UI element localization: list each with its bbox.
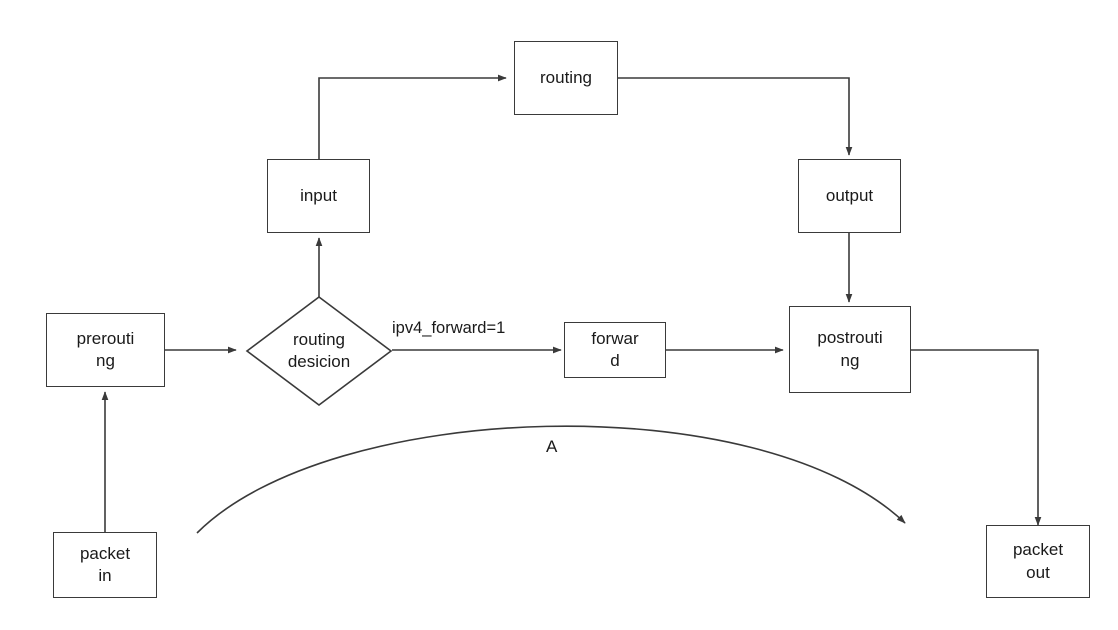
node-packet-out-label: packet out <box>1012 540 1064 582</box>
node-packet-out[interactable]: packet out <box>986 525 1090 598</box>
node-output-label: output <box>825 185 874 205</box>
edge-postrouting-packetout <box>911 349 1042 526</box>
edge-label-ipv4-forward: ipv4_forward=1 <box>392 319 505 338</box>
node-routing-decision[interactable]: routing desicion <box>245 295 393 407</box>
node-output[interactable]: output <box>798 159 901 233</box>
diamond-shape <box>245 296 393 406</box>
node-forward-label: forwar d <box>591 328 639 370</box>
node-routing-label: routing <box>540 67 592 87</box>
edge-label-ipv4-forward-text: ipv4_forward=1 <box>392 319 506 337</box>
node-input-label: input <box>300 185 337 205</box>
node-postrouting-label: postrouti ng <box>817 328 883 370</box>
node-postrouting[interactable]: postrouti ng <box>789 306 911 393</box>
node-packet-in[interactable]: packet in <box>53 532 157 598</box>
edge-input-routing <box>318 74 507 159</box>
node-packet-in-label: packet in <box>79 543 131 585</box>
node-routing-decision-label: routing desicion <box>287 329 351 371</box>
node-forward[interactable]: forwar d <box>564 322 666 378</box>
node-prerouting[interactable]: prerouti ng <box>46 313 165 387</box>
node-input[interactable]: input <box>267 159 370 233</box>
node-routing[interactable]: routing <box>514 41 618 115</box>
label-arc-a: A <box>546 437 557 457</box>
label-arc-a-text: A <box>546 437 558 456</box>
node-prerouting-label: prerouti ng <box>76 328 135 370</box>
edge-arc-a <box>196 425 906 534</box>
edge-routing-output <box>618 77 853 156</box>
